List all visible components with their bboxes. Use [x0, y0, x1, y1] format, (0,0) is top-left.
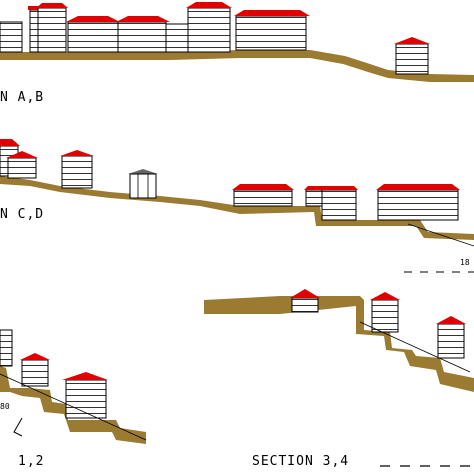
section-cd [0, 139, 474, 273]
building [290, 289, 320, 313]
building [370, 292, 400, 333]
building [0, 3, 68, 53]
building [20, 353, 50, 387]
building [186, 2, 232, 53]
building [66, 16, 120, 53]
building [128, 169, 158, 199]
building [304, 186, 358, 221]
section-ab [0, 2, 474, 82]
building [6, 151, 38, 179]
dimension-label-left: 80 [0, 402, 10, 411]
terrain-34 [204, 296, 474, 392]
building [232, 184, 294, 207]
terrain-ab [0, 50, 474, 82]
building [165, 23, 189, 53]
section-label-12: 1,2 [18, 454, 45, 469]
section-34 [204, 289, 474, 467]
dimension-label-right: 18 [460, 258, 470, 267]
building [376, 184, 460, 221]
building [116, 16, 170, 53]
building [436, 316, 466, 359]
terrain-cd [0, 176, 474, 240]
building [62, 372, 108, 419]
section-12 [0, 329, 147, 444]
section-label-34: SECTION 3,4 [252, 454, 350, 469]
section-label-ab: N A,B [0, 90, 45, 105]
section-label-cd: N C,D [0, 207, 45, 222]
building [394, 37, 430, 75]
building [234, 10, 310, 51]
building [0, 329, 13, 367]
building [60, 150, 94, 189]
terrain-12 [0, 366, 146, 444]
